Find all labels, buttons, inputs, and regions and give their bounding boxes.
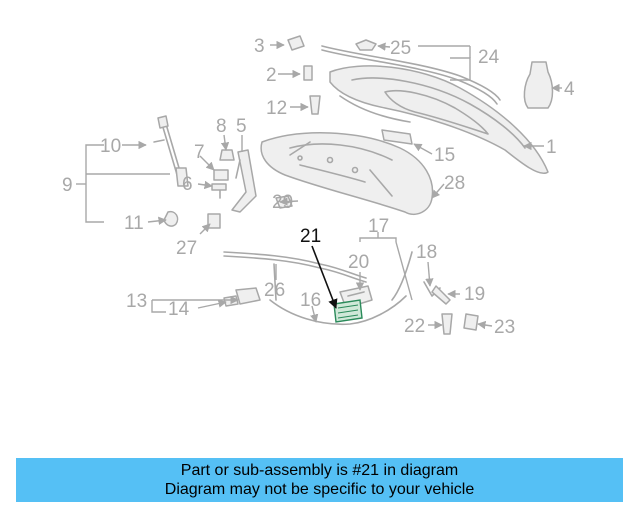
latch-bracket: [381, 129, 413, 145]
callout-5: 5: [236, 116, 247, 137]
leader-lines: [76, 40, 562, 330]
callout-8: 8: [216, 116, 227, 137]
callout-21: 21: [300, 226, 321, 247]
hood-panel: [329, 65, 549, 175]
callout-6: 6: [182, 174, 193, 195]
callout-3: 3: [254, 36, 265, 57]
callout-13: 13: [126, 291, 147, 312]
callout-26: 26: [264, 280, 285, 301]
callout-28: 28: [444, 173, 465, 194]
latch-hardware: [423, 281, 479, 335]
callout-24: 24: [478, 47, 500, 68]
callout-18: 18: [416, 242, 437, 263]
callout-2: 2: [266, 65, 277, 86]
parts-diagram: 3 25 24 2 4 12 8 5 1 10 7 15 9 6 28 29 1…: [62, 35, 575, 338]
hinge-hardware: [211, 149, 235, 199]
callout-4: 4: [564, 79, 575, 100]
cover-part: [523, 61, 554, 109]
callout-labels: 3 25 24 2 4 12 8 5 1 10 7 15 9 6 28 29 1…: [62, 36, 575, 338]
callout-1: 1: [546, 137, 557, 158]
callout-10: 10: [100, 136, 121, 157]
callout-7: 7: [194, 142, 205, 163]
small-hardware: [287, 35, 321, 115]
callout-19: 19: [464, 284, 485, 305]
callout-29: 29: [272, 192, 293, 213]
seal-clip: [355, 39, 377, 51]
callout-15: 15: [434, 145, 455, 166]
callout-23: 23: [494, 317, 515, 338]
callout-25: 25: [390, 38, 411, 59]
banner-line-1: Part or sub-assembly is #21 in diagram: [180, 462, 459, 479]
callout-11: 11: [124, 213, 144, 234]
hood-seal: [321, 45, 501, 105]
callout-14: 14: [168, 299, 190, 320]
callout-9: 9: [62, 175, 73, 196]
hood-prop-rod: [153, 115, 189, 227]
callout-27: 27: [176, 238, 197, 259]
callout-16: 16: [300, 290, 321, 311]
callout-17: 17: [368, 216, 389, 237]
hood-insulator: [260, 132, 434, 216]
banner-line-2: Diagram may not be specific to your vehi…: [164, 481, 475, 498]
highlighted-part-21: [333, 299, 363, 323]
callout-12: 12: [266, 98, 287, 119]
callout-20: 20: [348, 252, 369, 273]
release-handle: [223, 287, 261, 307]
callout-22: 22: [404, 316, 425, 337]
info-banner: Part or sub-assembly is #21 in diagram D…: [16, 458, 623, 502]
hood-hinge: [231, 149, 257, 213]
